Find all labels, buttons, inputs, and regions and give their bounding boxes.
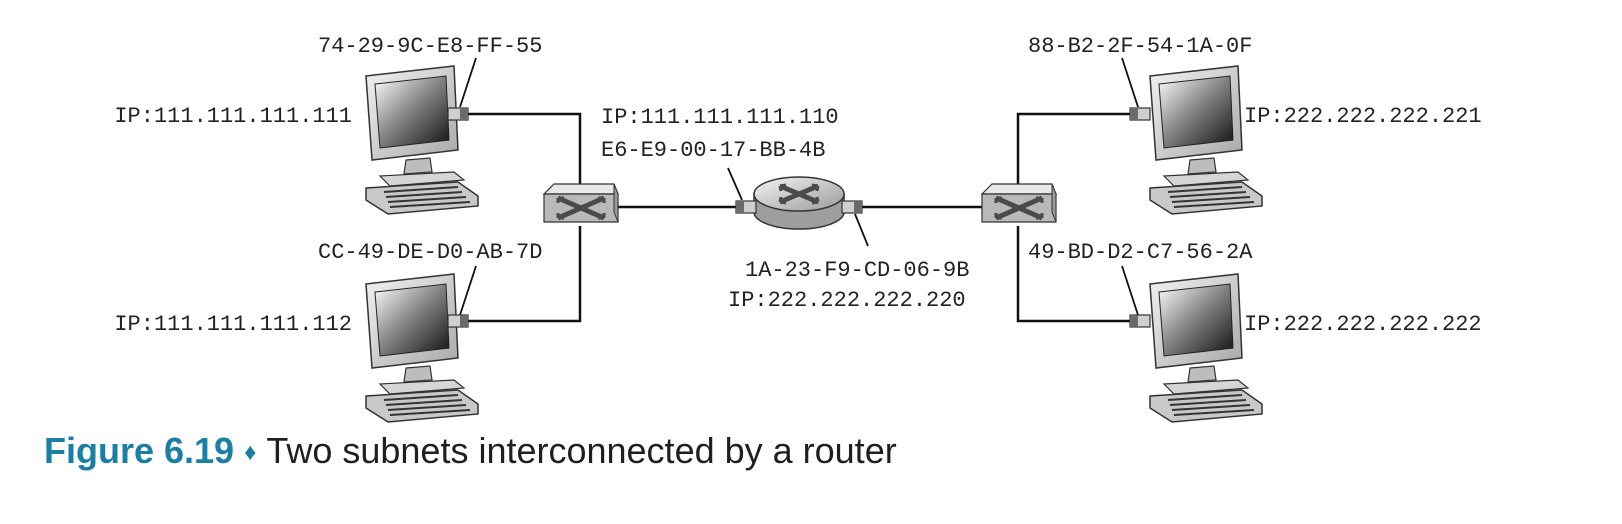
link-host1-switch [465,112,582,186]
right-switch-icon [982,184,1056,222]
host-2-ip-label: IP:111.111.111.112 [114,312,352,337]
router-right-port-icon [841,200,863,214]
host-4-computer-icon [1149,273,1263,423]
link-switch-host3 [1016,112,1138,186]
host-2-mac-label: CC-49-DE-D0-AB-7D [318,240,542,265]
links [465,112,1138,323]
router-left-ip-label: IP:111.111.111.110 [601,105,839,130]
host-1-port-icon [447,107,469,121]
host-3-mac-label: 88-B2-2F-54-1A-0F [1028,34,1252,59]
router-left-mac-label: E6-E9-00-17-BB-4B [601,138,825,163]
host-3-ip-label: IP:222.222.222.221 [1244,104,1482,129]
diagram-canvas: 74-29-9C-E8-FF-55 IP:111.111.111.111 CC-… [114,34,1482,423]
host-4-ip-label: IP:222.222.222.222 [1244,312,1482,337]
figure-caption: Figure 6.19 ♦ Two subnets interconnected b… [44,430,897,472]
caption-text: Two subnets interconnected by a router [266,430,897,471]
host-1-computer-icon [365,65,479,215]
label-pointers [459,57,1139,316]
host-2-port-icon [447,314,469,328]
host-3-port-icon [1129,107,1151,121]
link-host2-switch [465,226,582,323]
host-4-port-icon [1129,314,1151,328]
host-1-ip-label: IP:111.111.111.111 [114,104,352,129]
figure-number: Figure 6.19 [44,430,235,471]
left-switch-icon [544,184,618,222]
host-4-mac-label: 49-BD-D2-C7-56-2A [1028,240,1253,265]
router-right-ip-label: IP:222.222.222.220 [728,288,966,313]
link-switch-host4 [1016,226,1138,323]
caption-separator-icon: ♦ [244,439,257,466]
host-3-computer-icon [1149,65,1263,215]
host-2-computer-icon [365,273,479,423]
host-1-mac-label: 74-29-9C-E8-FF-55 [318,34,542,59]
router-left-port-icon [735,200,757,214]
router-right-mac-label: 1A-23-F9-CD-06-9B [745,258,969,283]
router-icon [753,176,845,230]
